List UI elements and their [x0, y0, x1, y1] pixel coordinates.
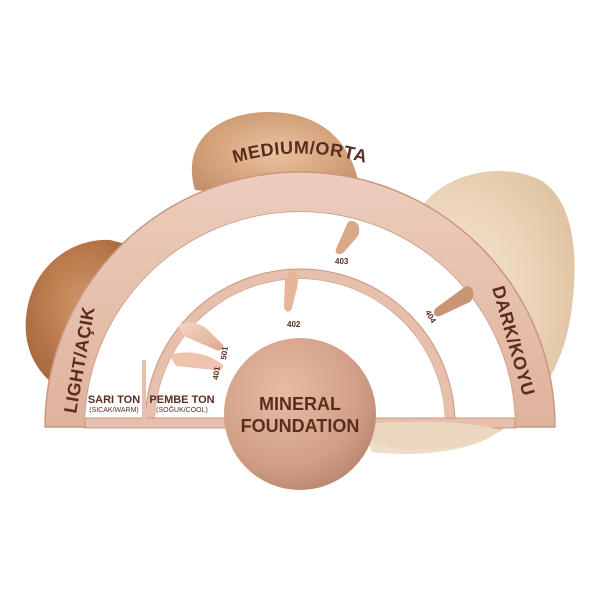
cool-tone-subtitle: (SOĞUK/COOL) [156, 405, 208, 414]
light-swatch-bottom [360, 421, 500, 454]
shade-501-label: 501 [219, 345, 230, 360]
shade-403-label: 403 [335, 257, 349, 266]
shade-402-smear [284, 269, 298, 312]
center-title-line1: MINERAL [259, 394, 341, 414]
mineral-foundation-disc [224, 338, 376, 490]
shade-401-smear [170, 352, 224, 371]
divider-left [142, 360, 146, 426]
warm-tone-subtitle: (SICAK/WARM) [89, 407, 139, 414]
warm-tone-title: SARI TON [88, 394, 140, 406]
shade-401-label: 401 [211, 365, 222, 380]
cool-tone-title: PEMBE TON [149, 394, 214, 406]
shade-404-smear [433, 286, 474, 317]
shade-402-label: 402 [287, 320, 301, 329]
shade-501-smear [178, 322, 224, 351]
shade-403-smear [335, 220, 360, 255]
center-title-line2: FOUNDATION [241, 416, 360, 436]
